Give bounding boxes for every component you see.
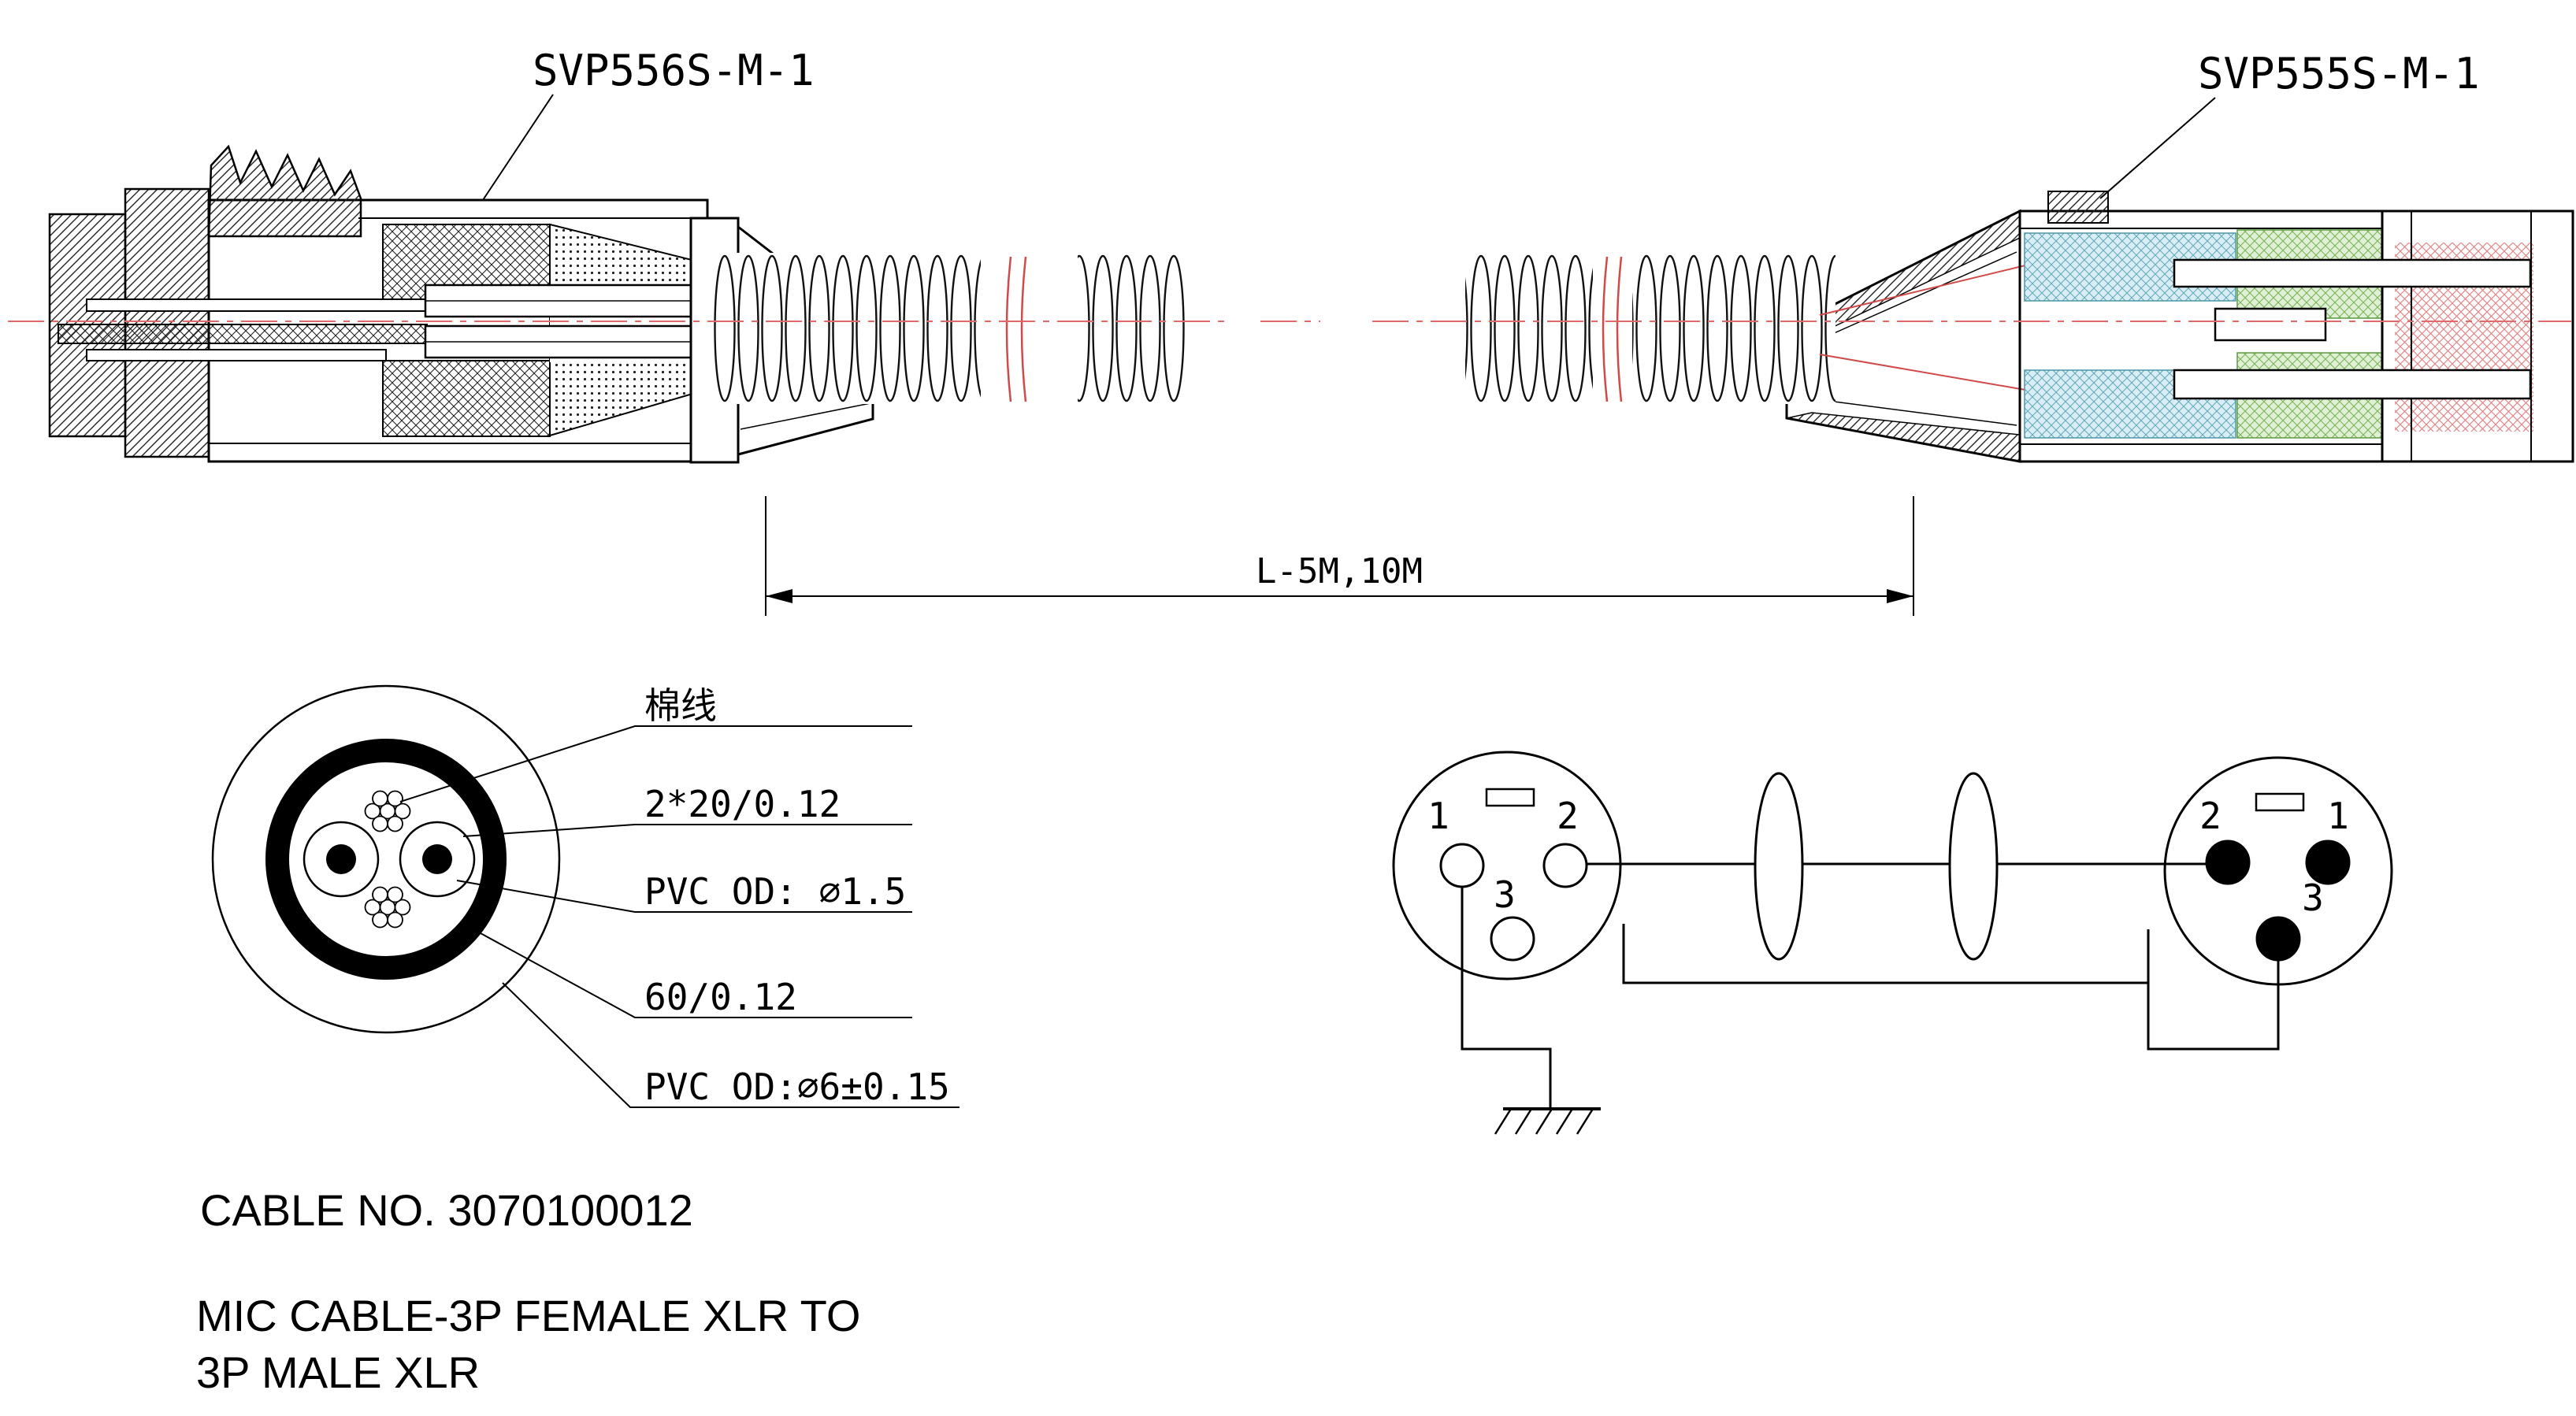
cable-break-mark (1602, 256, 1609, 402)
right-pin-2 (2205, 840, 2251, 885)
cable-coil-right-2 (1632, 253, 1835, 404)
connector-labels: SVP556S-M-1 SVP555S-M-1 (482, 46, 2480, 201)
cable-break-mark (1616, 256, 1623, 402)
footer: CABLE NO. 3070100012 MIC CABLE-3P FEMALE… (196, 1185, 860, 1397)
cable-symbol-ellipse (1948, 772, 1999, 961)
right-pin-center-tab (2214, 307, 2327, 342)
dimension-label: L-5M,10M (1256, 551, 1423, 591)
cable-coil-right-1 (1465, 253, 1593, 404)
callout-jacket-od: PVC OD:∅6±0.15 (644, 1066, 950, 1108)
left-contact-tail-lower (86, 349, 387, 361)
callout-shield-spec: 60/0.12 (644, 976, 797, 1018)
right-connector-drawing (1465, 191, 2574, 463)
jacket-circle (211, 684, 561, 1034)
right-label-leader (2099, 97, 2216, 199)
right-pin-1 (2305, 840, 2351, 885)
cable-description-line2: 3P MALE XLR (196, 1347, 480, 1397)
right-keyway-notch (2255, 792, 2305, 812)
wire-pin3 (1622, 924, 2280, 1051)
cable-coil-left-1 (713, 253, 981, 404)
callout-conductor-spec: 2*20/0.12 (644, 783, 841, 825)
callout-core-od: PVC OD: ∅1.5 (644, 870, 906, 913)
red-conductor-line (1819, 354, 2049, 395)
wire-ground (1461, 887, 1552, 1109)
right-connector-label: SVP555S-M-1 (2198, 49, 2480, 98)
left-insert-lower (382, 360, 551, 437)
left-connector-label: SVP556S-M-1 (533, 46, 815, 95)
length-dimension: L-5M,10M (765, 496, 1914, 616)
left-pin-1-label: 1 (1427, 795, 1449, 837)
right-pin-lower (2173, 369, 2532, 400)
shield-ring (265, 739, 507, 980)
right-pin-2-label: 2 (2199, 795, 2222, 837)
left-pin-1 (1439, 843, 1485, 888)
cotton-filler-bottom (364, 886, 411, 929)
left-label-leader (482, 94, 554, 201)
red-conductor-line (1819, 259, 2049, 316)
right-pin-1-label: 1 (2327, 795, 2349, 837)
cable-break-mark (1005, 256, 1012, 402)
ground-symbol (1494, 1107, 1601, 1135)
cable-number: CABLE NO. 3070100012 (200, 1185, 693, 1235)
wiring-schematic: 1 2 3 2 1 3 (1392, 751, 2393, 1135)
dimension-arrow-right (1887, 589, 1913, 603)
schematic-left-connector-face (1392, 751, 1622, 980)
left-pin-2 (1542, 843, 1588, 888)
right-pin-upper (2173, 258, 2532, 288)
left-connector-drawing (48, 144, 1186, 464)
callout-cotton: 棉线 (644, 684, 717, 727)
cotton-filler-top (364, 790, 411, 832)
left-center-contact (58, 324, 428, 344)
core-right-conductor (422, 844, 452, 874)
right-pin-3-label: 3 (2302, 877, 2324, 919)
cable-coil-left-2 (1078, 253, 1186, 404)
core-left-conductor (326, 844, 356, 874)
cable-description-line1: MIC CABLE-3P FEMALE XLR TO (196, 1291, 860, 1340)
left-keyway-notch (1485, 788, 1535, 807)
left-connector-front-body (124, 187, 210, 458)
cable-break-mark (1020, 256, 1027, 402)
dimension-arrow-left (766, 589, 792, 603)
left-pin-3 (1490, 916, 1535, 962)
callout-leaders (399, 725, 960, 1108)
schematic-right-connector-face (2163, 756, 2393, 986)
right-top-block (2047, 191, 2109, 224)
left-pin-3-label: 3 (1494, 873, 1516, 916)
left-contact-tail-upper (86, 298, 428, 312)
cable-cross-section: 棉线 2*20/0.12 PVC OD: ∅1.5 60/0.12 PVC OD… (211, 684, 960, 1108)
left-pin-2-label: 2 (1557, 795, 1579, 837)
right-pin-3 (2255, 916, 2301, 962)
cable-symbol-ellipse (1754, 772, 1804, 961)
left-connector-latch-crown (207, 144, 362, 238)
